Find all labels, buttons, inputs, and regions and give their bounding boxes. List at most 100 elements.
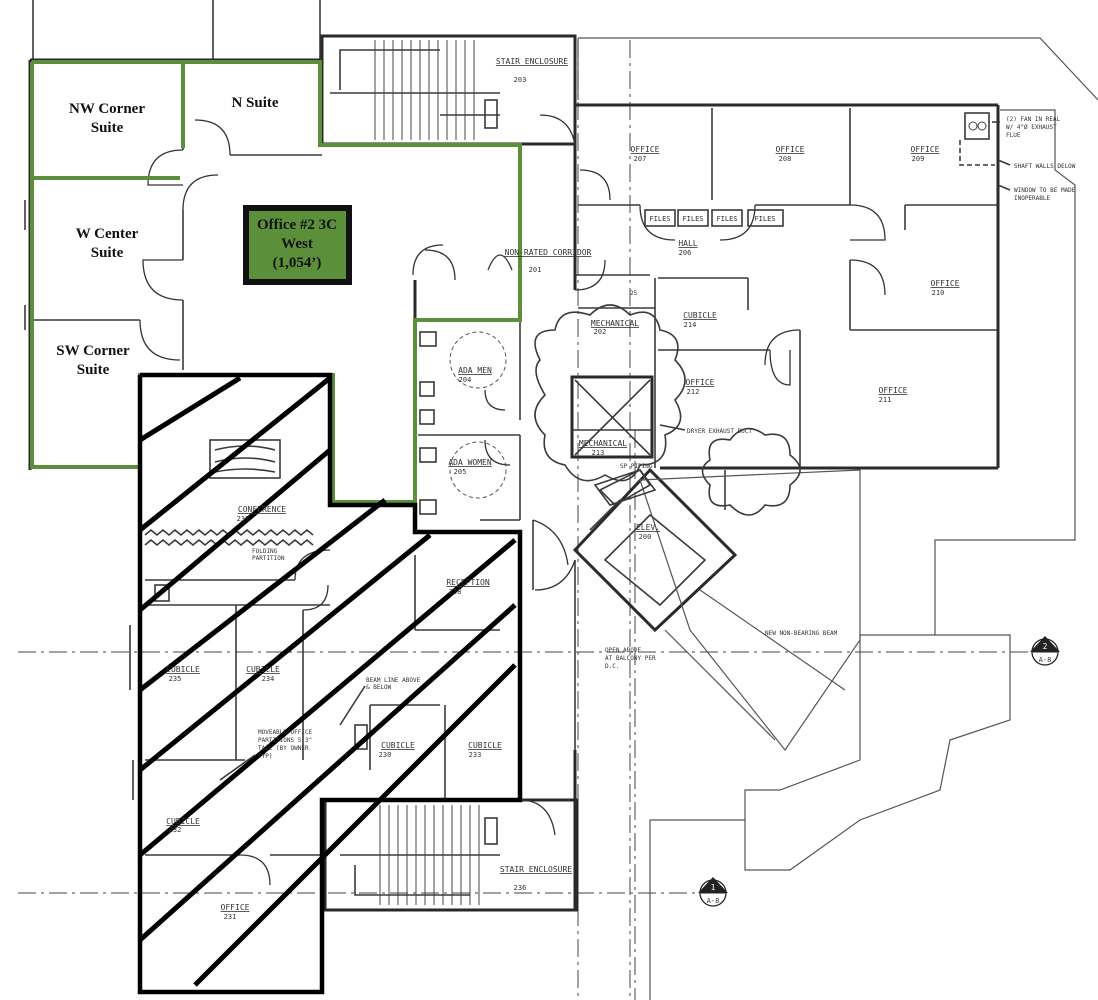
nw-corner-suite-label-1: NW Corner [69,101,145,117]
room-label-cubicle-232: CUBICLE [166,817,200,826]
room-label-reception: RECEPTION [446,578,490,587]
room-label-mechanical-213: MECHANICAL [579,439,627,448]
room-number-cubicle-234: 234 [262,675,275,683]
grid-lines [18,40,1030,1000]
room-number-office-231: 231 [224,913,237,921]
room-number-stair-203: 203 [514,76,527,84]
room-label-cubicle-234: CUBICLE [246,665,280,674]
room-label-mechanical-202: MECHANICAL [591,319,639,328]
sw-corner-suite-label-2: Suite [77,362,110,378]
room-label-stair-203-a: STAIR ENCLOSURE [496,57,568,66]
section-marker-2-ref: A-8 [1039,656,1052,664]
room-number-office-211: 211 [879,396,892,404]
room-number-office-207: 207 [634,155,647,163]
files-label-4: FILES [754,215,775,223]
room-label-elev: ELEV. [636,523,660,532]
room-label-office-208: OFFICE [776,145,805,154]
note-window-2: INOPERABLE [1014,195,1051,202]
fixtures [144,112,995,750]
note-movable-3: TALL (BY OWNER [258,745,309,752]
room-number-office-210: 210 [932,289,945,297]
office-callout: Office #2 3C West (1,054’) [243,205,352,285]
note-movable-4: TYP) [258,753,272,760]
section-marker-1-num: 1 [711,883,716,892]
n-suite-label: N Suite [231,95,278,111]
office-callout-fill [249,211,346,279]
building-outline [32,0,1098,1000]
room-label-office-211: OFFICE [879,386,908,395]
hatched-area [137,372,523,995]
note-window-1: WINDOW TO BE MADE [1014,187,1076,194]
elevator [572,467,861,752]
note-beam-2: & BELOW [366,684,392,691]
room-number-office-208: 208 [779,155,792,163]
stair-treads-bottom [354,805,498,905]
note-dim-25: 25 [630,290,638,297]
section-marker-2: 2 A-8 [1030,636,1060,666]
note-fan-1: (2) FAN IN REAL [1006,116,1061,123]
note-folding-1: FOLDING [252,548,278,555]
nw-corner-suite-label-2: Suite [91,120,124,136]
revision-clouds [534,304,801,516]
note-movable-1: MOVEABLE OFFICE [258,729,313,736]
note-fan-2: W/ 4"Ø EXHAUST [1006,124,1057,131]
room-label-conference: CONFERENCE [238,505,286,514]
note-folding-2: PARTITION [252,555,285,562]
stair-treads-top [339,40,500,140]
room-number-ada-men: 204 [459,376,472,384]
room-number-conference: 237 [237,515,250,523]
room-label-ada-men: ADA MEN [458,366,492,375]
office-callout-line-2: West [281,236,313,252]
files-label-1: FILES [649,215,670,223]
room-label-cubicle-230: CUBICLE [381,741,415,750]
room-number-office-209: 209 [912,155,925,163]
room-label-office-207: OFFICE [631,145,660,154]
room-number-mechanical-202: 202 [594,328,607,336]
note-sp-piping: SP PIPING [620,463,653,470]
room-label-office-231: OFFICE [221,903,250,912]
room-label-office-210: OFFICE [931,279,960,288]
notes: (2) FAN IN REAL W/ 4"Ø EXHAUST FLUE SHAF… [219,116,1076,781]
room-number-office-212: 212 [687,388,700,396]
note-beam-new: NEW NON-BEARING BEAM [765,630,838,637]
walls [24,34,1000,912]
room-number-cubicle-233: 233 [469,751,482,759]
room-number-cubicle-232: 232 [169,826,182,834]
room-number-corridor-201: 201 [529,266,542,274]
note-dryer: DRYER EXHAUST DUCT [687,428,752,435]
room-number-cubicle-230: 230 [379,751,392,759]
office-callout-line-3: (1,054’) [273,255,322,271]
room-number-stair-236: 236 [514,884,527,892]
room-label-stair-236: STAIR ENCLOSURE [500,865,572,874]
note-fan-3: FLUE [1006,132,1021,139]
room-number-mechanical-213: 213 [592,449,605,457]
room-label-hall-206: HALL [678,239,697,248]
room-number-reception: 228 [449,588,462,596]
note-open-above-2: AT BALCONY PER [605,655,656,662]
room-number-ada-women: 205 [454,468,467,476]
room-label-office-212: OFFICE [686,378,715,387]
room-label-cubicle-235: CUBICLE [166,665,200,674]
section-marker-1: 1 A-8 [698,877,728,907]
note-beam-1: BEAM LINE ABOVE [366,677,421,684]
file-labels: FILES FILES FILES FILES [649,215,775,223]
note-movable-2: PARTITIONS 5'3" [258,737,312,744]
room-number-cubicle-214: 214 [684,321,697,329]
room-label-ada-women: ADA WOMEN [448,458,492,467]
note-open-above-1: OPEN ABOVE [605,647,642,654]
suite-labels: NW Corner Suite N Suite W Center Suite S… [56,95,279,378]
room-label-cubicle-233: CUBICLE [468,741,502,750]
w-center-suite-label-1: W Center [76,226,139,242]
files-label-2: FILES [682,215,703,223]
room-label-cubicle-214: CUBICLE [683,311,717,320]
office-callout-line-1: Office #2 3C [257,217,337,233]
section-marker-1-ref: A-8 [707,897,720,905]
room-label-corridor-201: NON-RATED CORRIDOR [505,248,592,257]
note-shaft: SHAFT WALLS DELOW [1014,163,1076,170]
note-open-above-3: D.C. [605,663,619,670]
room-labels: STAIR ENCLOSURE 203 OFFICE 207 OFFICE 20… [166,57,959,921]
room-label-office-209: OFFICE [911,145,940,154]
w-center-suite-label-2: Suite [91,245,124,261]
room-number-elev: 200 [639,533,652,541]
